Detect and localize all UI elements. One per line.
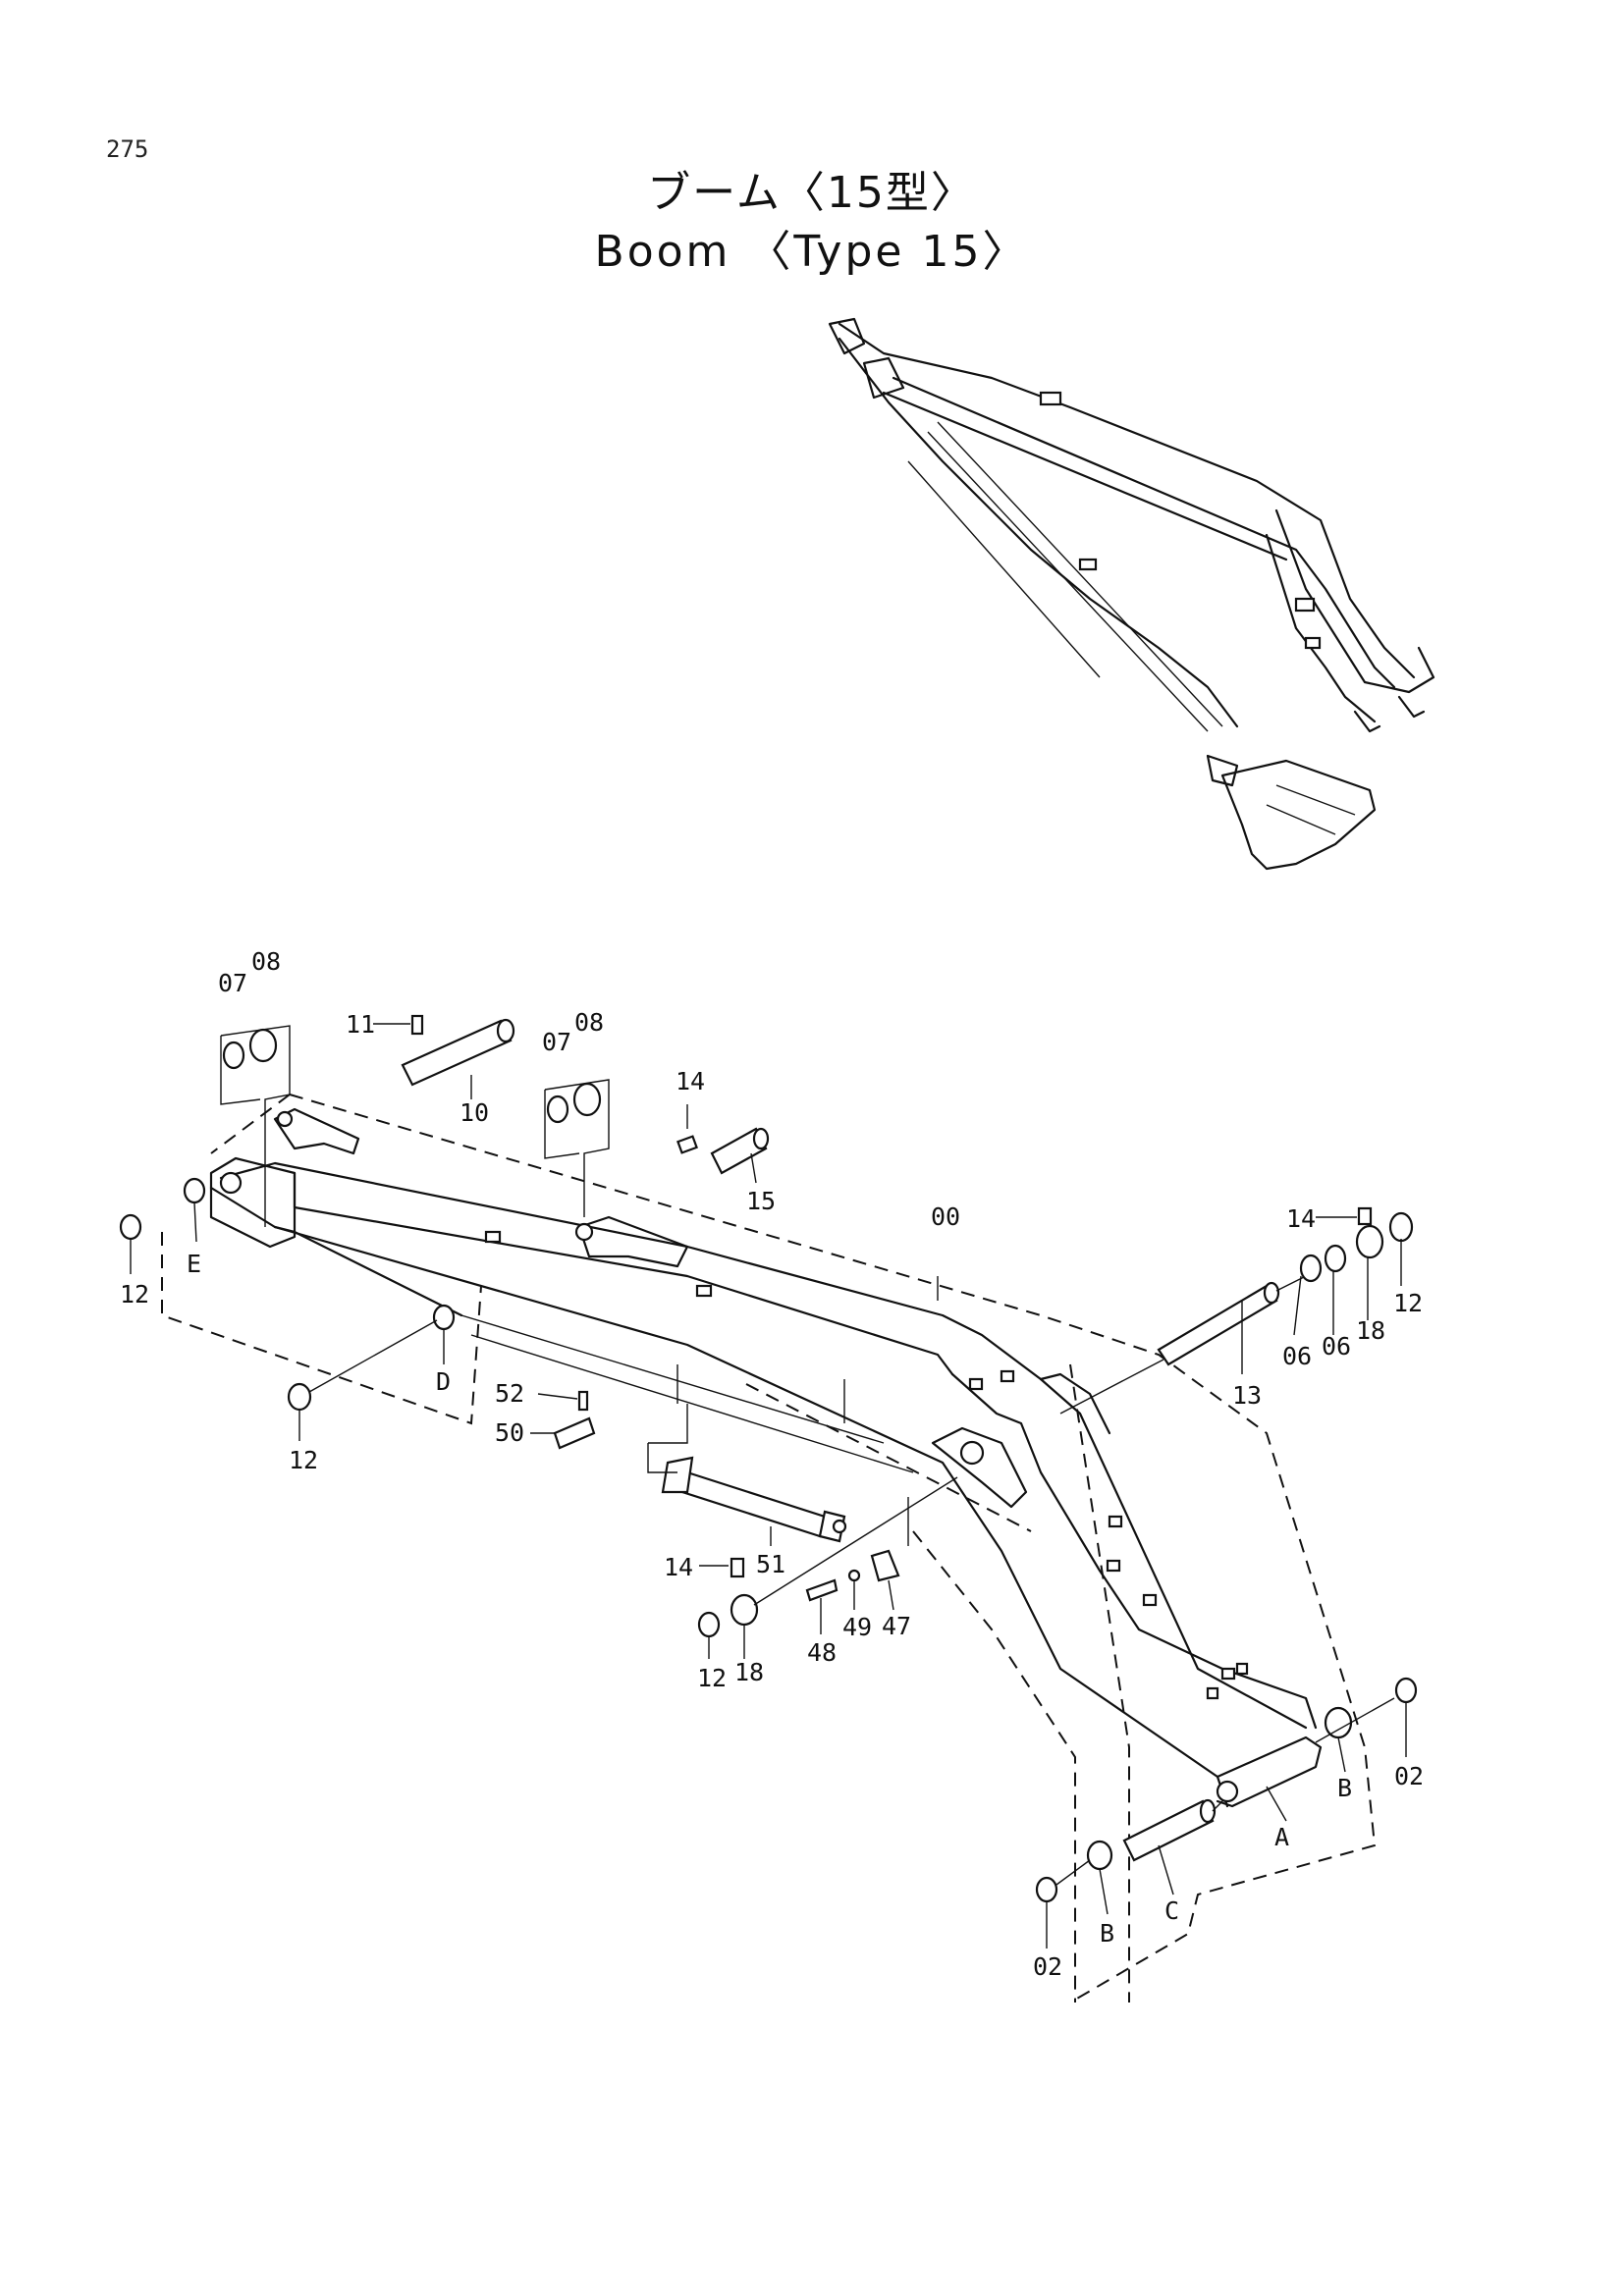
callout-14: 14 [664, 1553, 693, 1581]
callout-D: D [436, 1367, 451, 1396]
callout-C: C [1164, 1896, 1179, 1925]
title-japanese: ブーム〈15型〉 [647, 168, 976, 218]
callout-06: 06 [1282, 1342, 1312, 1370]
callout-02: 02 [1033, 1952, 1062, 1981]
callout-18: 18 [1356, 1316, 1385, 1345]
callout-13: 13 [1232, 1381, 1262, 1410]
callout-12: 12 [1393, 1289, 1423, 1317]
callout-49: 49 [842, 1613, 872, 1641]
callout-48: 48 [807, 1638, 837, 1667]
callout-06: 06 [1322, 1332, 1351, 1361]
callout-A: A [1274, 1823, 1289, 1851]
callout-10: 10 [460, 1098, 489, 1127]
callout-52: 52 [495, 1379, 524, 1408]
title-english: Boom 〈Type 15〉 [594, 227, 1029, 277]
callout-07: 07 [218, 969, 247, 997]
overview-illustration [828, 317, 1435, 871]
callout-08: 08 [574, 1008, 604, 1037]
page-number: 275 [106, 135, 149, 163]
callout-47: 47 [882, 1612, 911, 1640]
callout-15: 15 [746, 1187, 776, 1215]
callout-B: B [1100, 1919, 1114, 1948]
callout-18: 18 [734, 1658, 764, 1686]
callout-12: 12 [120, 1280, 149, 1308]
callout-12: 12 [289, 1446, 318, 1474]
callout-labels: 00 07 08 07 08 11 10 14 15 14 06 06 18 1… [120, 947, 1424, 1981]
boom-exploded-view [119, 1014, 1418, 2003]
callout-14: 14 [676, 1067, 705, 1095]
callout-11: 11 [346, 1010, 375, 1039]
callout-14: 14 [1286, 1204, 1316, 1233]
callout-08: 08 [251, 947, 281, 976]
callout-02: 02 [1394, 1762, 1424, 1790]
callout-B: B [1337, 1774, 1352, 1802]
callout-00: 00 [931, 1202, 960, 1231]
callout-07: 07 [542, 1028, 571, 1056]
callout-51: 51 [756, 1550, 785, 1578]
callout-12: 12 [697, 1664, 727, 1692]
callout-E: E [187, 1250, 201, 1278]
callout-50: 50 [495, 1418, 524, 1447]
